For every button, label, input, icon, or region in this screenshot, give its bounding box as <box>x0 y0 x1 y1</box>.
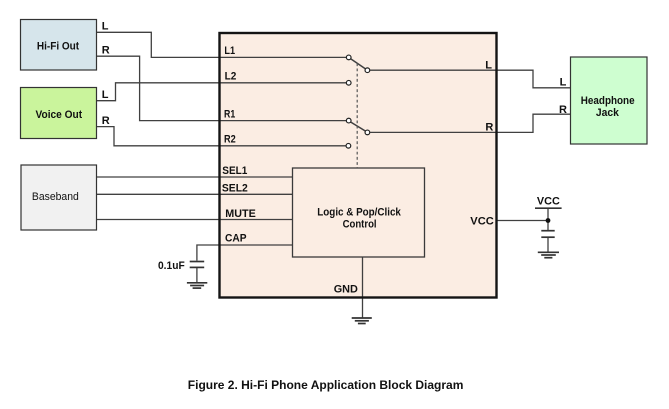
svg-text:Hi-Fi Out: Hi-Fi Out <box>37 40 80 52</box>
svg-text:L2: L2 <box>225 70 237 82</box>
svg-text:L: L <box>102 21 109 33</box>
svg-text:SEL1: SEL1 <box>222 165 247 177</box>
svg-text:Control: Control <box>343 219 377 231</box>
svg-text:MUTE: MUTE <box>225 208 256 220</box>
svg-text:R2: R2 <box>224 134 236 146</box>
svg-text:R: R <box>102 45 110 57</box>
svg-text:0.1uF: 0.1uF <box>158 260 185 272</box>
svg-text:Jack: Jack <box>596 107 620 119</box>
svg-text:L1: L1 <box>224 45 235 57</box>
svg-text:Logic & Pop/Click: Logic & Pop/Click <box>317 207 401 219</box>
svg-text:VCC: VCC <box>537 196 560 208</box>
svg-text:R: R <box>485 122 493 134</box>
svg-text:GND: GND <box>334 284 358 296</box>
svg-text:Figure 2. Hi-Fi Phone Applicat: Figure 2. Hi-Fi Phone Application Block … <box>188 378 464 392</box>
svg-text:VCC: VCC <box>470 216 494 228</box>
svg-text:Voice Out: Voice Out <box>36 109 83 121</box>
svg-text:L: L <box>485 60 492 72</box>
svg-text:R: R <box>559 104 567 116</box>
svg-text:R: R <box>102 115 110 127</box>
svg-text:R1: R1 <box>224 108 235 120</box>
svg-text:L: L <box>102 89 109 101</box>
svg-text:L: L <box>560 77 567 89</box>
svg-text:Baseband: Baseband <box>32 191 79 203</box>
svg-text:SEL2: SEL2 <box>222 182 248 194</box>
svg-text:CAP: CAP <box>225 232 247 244</box>
svg-text:Headphone: Headphone <box>581 95 635 107</box>
